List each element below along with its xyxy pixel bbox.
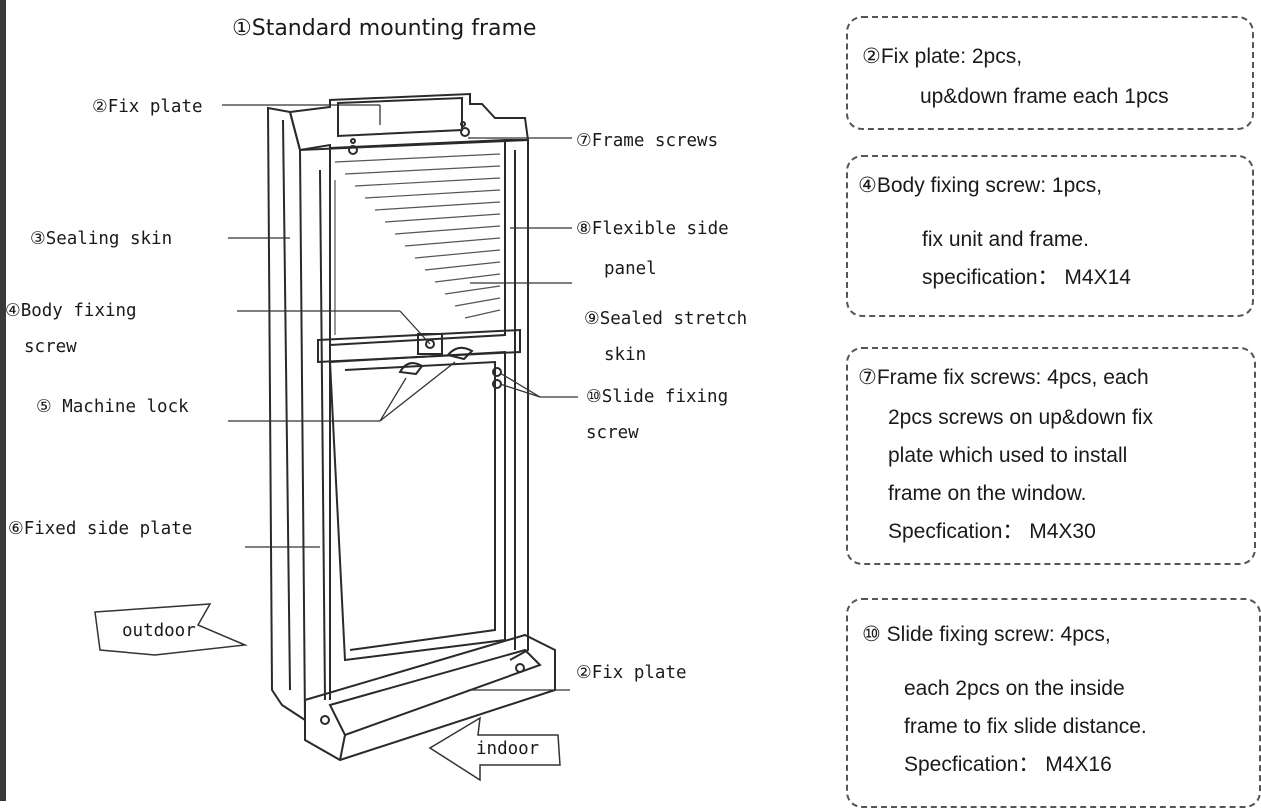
label-frame-screws: ⑦Frame screws bbox=[576, 131, 719, 151]
note-fix-plate: ②Fix plate: 2pcs, up&down frame each 1pc… bbox=[846, 16, 1254, 130]
label-machine-lock: ⑤ Machine lock bbox=[36, 397, 189, 417]
note-line: fix unit and frame. bbox=[922, 228, 1089, 251]
label-flexible-side: ⑧Flexible side bbox=[576, 219, 729, 239]
label-slide-fixing: ⑩Slide fixing bbox=[586, 387, 729, 407]
label-indoor: indoor bbox=[476, 739, 540, 759]
note-line: ②Fix plate: 2pcs, bbox=[862, 45, 1023, 68]
note-line: ④Body fixing screw: 1pcs, bbox=[858, 174, 1103, 197]
label-body-fixing: ④Body fixing bbox=[5, 301, 137, 321]
note-line: 2pcs screws on up&down fix bbox=[888, 406, 1153, 429]
label-flexible-side-2: panel bbox=[604, 259, 657, 279]
label-body-fixing-2: screw bbox=[24, 337, 77, 357]
note-line: plate which used to install bbox=[888, 444, 1128, 467]
note-line: frame to fix slide distance. bbox=[904, 715, 1147, 738]
label-sealing-skin: ③Sealing skin bbox=[30, 229, 173, 249]
note-line: frame on the window. bbox=[888, 482, 1087, 505]
label-sealed-stretch: ⑨Sealed stretch bbox=[584, 309, 748, 329]
label-fixed-side-plate: ⑥Fixed side plate bbox=[8, 519, 193, 539]
note-line: each 2pcs on the inside bbox=[904, 677, 1125, 700]
note-line: ⑩ Slide fixing screw: 4pcs, bbox=[862, 623, 1111, 646]
left-border bbox=[0, 0, 6, 801]
note-line: up&down frame each 1pcs bbox=[920, 85, 1169, 108]
note-slide-screw: ⑩ Slide fixing screw: 4pcs, each 2pcs on… bbox=[846, 598, 1261, 808]
label-fix-plate-top: ②Fix plate bbox=[92, 97, 203, 117]
diagram-title: ①Standard mounting frame bbox=[232, 16, 537, 41]
label-outdoor: outdoor bbox=[122, 621, 196, 641]
label-slide-fixing-2: screw bbox=[586, 423, 639, 443]
note-line: Specfication： M4X16 bbox=[904, 753, 1112, 776]
note-frame-screws: ⑦Frame fix screws: 4pcs, each 2pcs screw… bbox=[846, 347, 1256, 565]
label-sealed-stretch-2: skin bbox=[604, 345, 647, 365]
note-line: specification： M4X14 bbox=[922, 266, 1131, 289]
label-fix-plate-bottom: ②Fix plate bbox=[576, 663, 687, 683]
note-line: ⑦Frame fix screws: 4pcs, each bbox=[858, 366, 1149, 389]
note-line: Specfication： M4X30 bbox=[888, 520, 1096, 543]
note-body-screw: ④Body fixing screw: 1pcs, fix unit and f… bbox=[846, 155, 1254, 317]
